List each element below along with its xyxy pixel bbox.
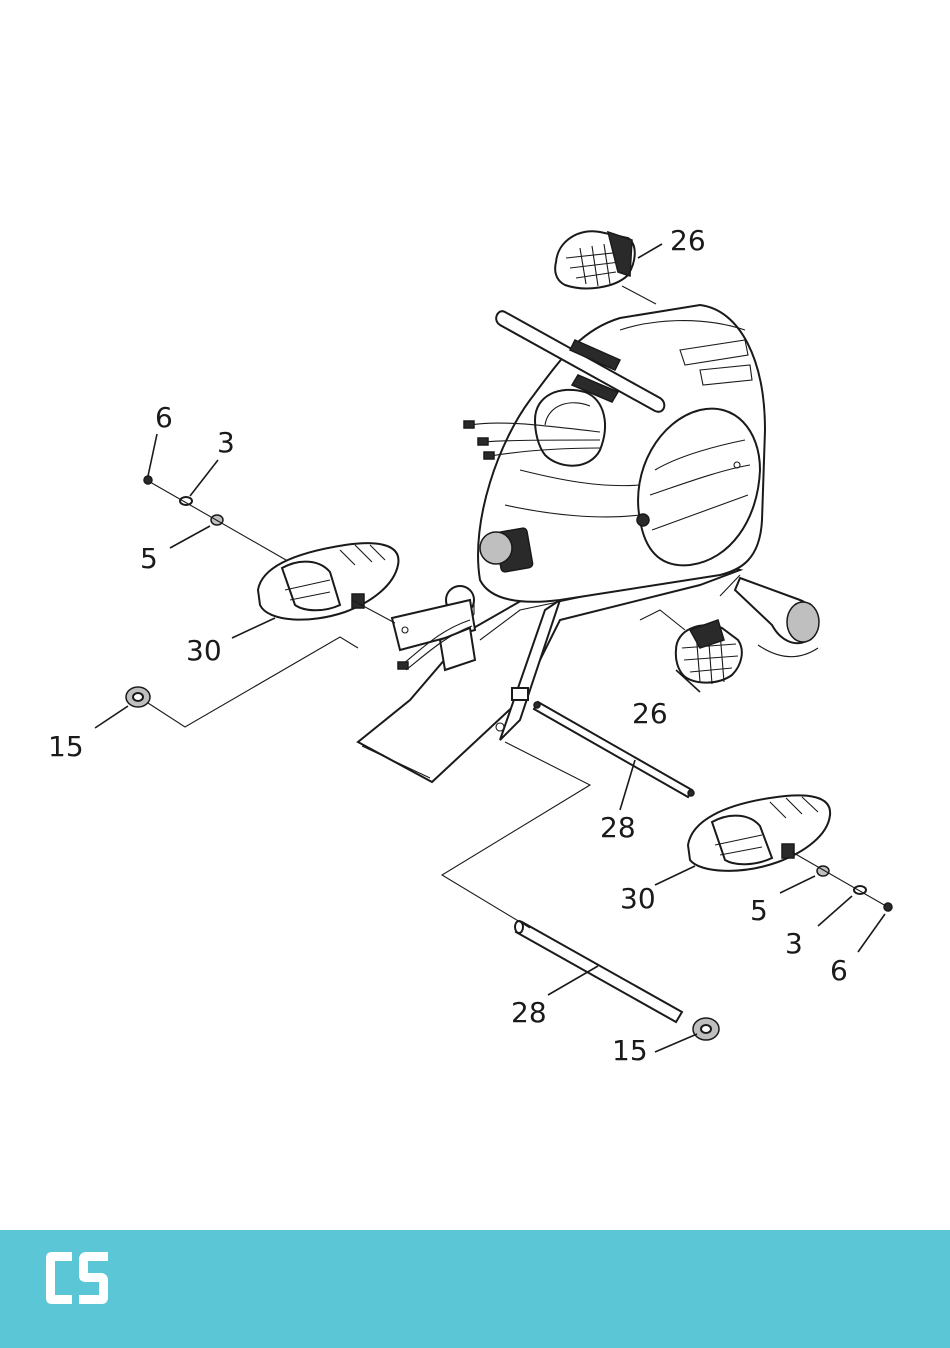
callout-3-right: 3 [785,927,803,960]
pedal-26-mid [676,620,742,684]
exploded-parts-diagram: 26 6 3 5 30 15 26 28 30 5 3 6 28 15 [0,0,950,1230]
callout-30-right: 30 [620,882,656,915]
brand-logo: CS [42,1246,112,1310]
axle-28-upper [534,702,694,797]
callout-15-right: 15 [612,1034,648,1067]
callout-5-right: 5 [750,894,768,927]
callout-26-top: 26 [670,224,706,257]
callout-5-left: 5 [140,542,158,575]
footrest-30-right [688,795,830,870]
callout-6-right: 6 [830,954,848,987]
washer-3-left [180,497,192,505]
callout-30-left: 30 [186,634,222,667]
callout-26-mid: 26 [632,697,668,730]
pedal-26-top [555,231,635,288]
bike-frame [358,305,819,782]
callout-3-left: 3 [217,426,235,459]
footer-bar: CS [0,1230,950,1348]
callout-6-left: 6 [155,401,173,434]
footrest-30-left [258,543,398,619]
washer-3-right [854,886,866,894]
callout-28-upper: 28 [600,811,636,844]
callout-28-lower: 28 [511,996,547,1029]
callout-15-left: 15 [48,730,84,763]
nut-6-right [884,903,892,911]
